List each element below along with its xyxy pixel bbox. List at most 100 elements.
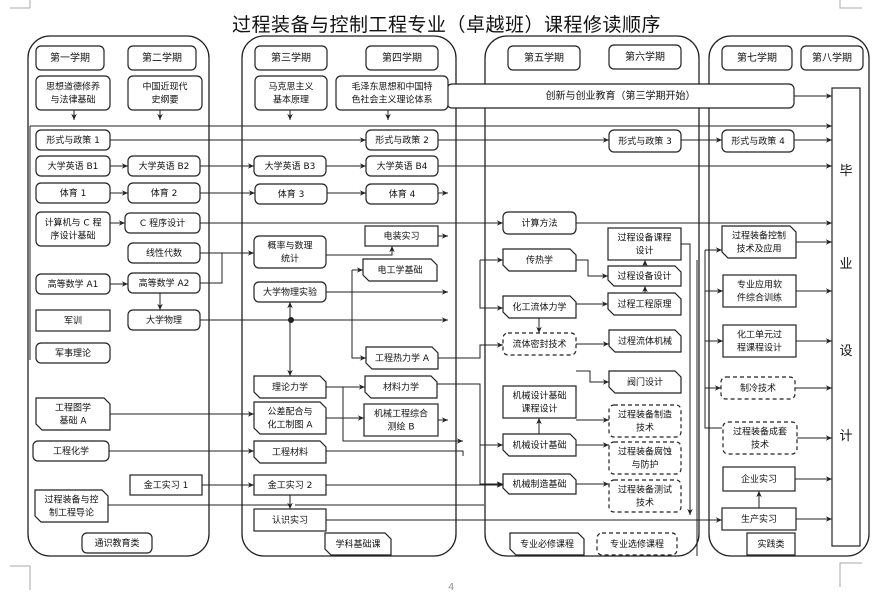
course-gongchengcailiao: 工程材料 bbox=[253, 440, 327, 464]
course-gongchenghuaxue-shape bbox=[32, 440, 110, 462]
course-cchengxu-label: C 程序设计 bbox=[140, 217, 185, 229]
semester-2-label: 第二学期 bbox=[142, 51, 182, 64]
course-daxuewuli-shape bbox=[127, 309, 201, 331]
semester-8: 第八学期 bbox=[800, 45, 864, 71]
course-gaoshu1: 高等数学 A1 bbox=[35, 273, 111, 295]
course-shebeisheji-label: 过程设备设计 bbox=[617, 270, 671, 282]
course-ceshi-label: 技术 bbox=[636, 497, 654, 509]
semester-6-shape bbox=[608, 44, 682, 70]
course-jixiesheji-shape bbox=[502, 433, 577, 457]
course-chuanre-label: 传热学 bbox=[526, 254, 553, 266]
course-fushi-label: 过程装备腐蚀 bbox=[618, 446, 672, 458]
flow-connector bbox=[438, 342, 503, 359]
course-daxuewuli-label: 大学物理 bbox=[146, 314, 182, 326]
course-maozedong-label: 色社会主义理论体系 bbox=[351, 94, 432, 106]
semester-1-label: 第一学期 bbox=[50, 51, 90, 64]
graduation-design-char: 设 bbox=[839, 344, 852, 359]
course-jisuanfangfa: 计算方法 bbox=[502, 211, 577, 235]
semester-5-shape bbox=[507, 45, 581, 71]
course-gaoshu2: 高等数学 A2 bbox=[127, 272, 201, 294]
flow-connector bbox=[200, 253, 223, 284]
course-gailv-label: 统计 bbox=[281, 253, 299, 265]
course-yuanli: 过程工程原理 bbox=[607, 292, 682, 316]
semester-5-label: 第五学期 bbox=[524, 51, 564, 64]
course-dianjia-shape bbox=[364, 225, 439, 247]
course-ceshi-label: 过程装备测试 bbox=[618, 484, 672, 496]
flow-connector bbox=[326, 246, 395, 256]
semester-6-label: 第六学期 bbox=[625, 50, 665, 63]
course-zhizaojishu-label: 技术 bbox=[636, 422, 654, 434]
course-liutijixie: 过程流体机械 bbox=[608, 329, 682, 353]
course-mifeng-shape bbox=[502, 332, 577, 356]
course-jixiesheji: 机械设计基础 bbox=[502, 433, 577, 457]
label-required-label: 专业必修课程 bbox=[520, 538, 574, 550]
course-cchengxu: C 程序设计 bbox=[124, 212, 201, 234]
course-jisuanji-label: 序设计基础 bbox=[50, 230, 95, 242]
course-lilunlixue: 理论力学 bbox=[253, 375, 327, 399]
course-cehui-label: 测绘 B bbox=[387, 421, 414, 433]
course-daolun-label: 制工程导论 bbox=[49, 507, 94, 519]
graduation-design-box bbox=[831, 87, 861, 547]
course-jingong1: 金工实习 1 bbox=[129, 474, 203, 496]
course-jingong2-label: 金工实习 2 bbox=[268, 479, 313, 491]
course-xingshi1-shape bbox=[35, 129, 111, 151]
course-renshi-label: 认识实习 bbox=[272, 514, 308, 526]
flow-connector bbox=[681, 243, 693, 515]
course-yingyu1-shape bbox=[35, 155, 111, 177]
course-qiye-shape bbox=[722, 466, 796, 492]
course-zhileng-label: 制冷技术 bbox=[740, 382, 776, 394]
semester-1: 第一学期 bbox=[35, 45, 105, 71]
course-qiye-label: 企业实习 bbox=[741, 473, 777, 485]
course-yingyu4: 大学英语 B4 bbox=[365, 155, 439, 177]
course-xingshi4-shape bbox=[721, 129, 795, 153]
label-basic-shape bbox=[324, 532, 392, 556]
course-xianxing-shape bbox=[127, 242, 201, 264]
corner-mark-top-right bbox=[839, 0, 862, 9]
course-rexue-label: 工程热力学 A bbox=[375, 352, 430, 364]
course-shengchan-label: 生产实习 bbox=[741, 513, 777, 525]
flow-connector bbox=[576, 370, 609, 385]
course-ceshi-shape bbox=[608, 479, 682, 513]
course-renshi: 认识实习 bbox=[253, 508, 327, 532]
course-zhizaojishu-label: 过程装备制造 bbox=[618, 409, 672, 421]
innovation-education-label: 创新与创业教育（第三学期开始） bbox=[546, 89, 696, 102]
course-gonghuatu-label: 公差配合与 bbox=[267, 406, 312, 418]
course-gongchenghuaxue-label: 工程化学 bbox=[53, 445, 89, 457]
course-fushi-label: 与防护 bbox=[631, 459, 658, 471]
semester-7-label: 第七学期 bbox=[737, 51, 777, 64]
group-general-education bbox=[27, 35, 210, 557]
course-tiyu2-shape bbox=[127, 182, 201, 204]
course-wulishiyan: 大学物理实验 bbox=[253, 281, 327, 303]
semester-1-shape bbox=[35, 45, 105, 71]
course-jingong1-label: 金工实习 1 bbox=[144, 479, 189, 491]
course-xingshi1: 形式与政策 1 bbox=[35, 129, 111, 151]
semester-8-shape bbox=[800, 45, 864, 71]
course-xingshi2-shape bbox=[365, 129, 439, 151]
course-liutilixue: 化工流体力学 bbox=[502, 295, 577, 319]
junction-dot bbox=[288, 317, 294, 323]
group-subject-basic bbox=[241, 35, 457, 557]
course-danyuan-label: 程课程设计 bbox=[737, 342, 782, 354]
course-zhileng: 制冷技术 bbox=[720, 376, 796, 400]
course-yingyu2: 大学英语 B2 bbox=[127, 155, 201, 177]
label-practice: 实践类 bbox=[746, 532, 796, 556]
course-cailiaolixue-shape bbox=[364, 375, 438, 399]
course-zhizao-label: 机械制造基础 bbox=[512, 478, 566, 490]
course-gailv-shape bbox=[253, 235, 327, 269]
course-jixiekesheji-label: 课程设计 bbox=[521, 403, 557, 415]
label-general: 通识教育类 bbox=[81, 532, 153, 554]
course-daxuewuli: 大学物理 bbox=[127, 309, 201, 331]
course-danyuan-label: 化工单元过 bbox=[737, 329, 782, 341]
course-xianxing-label: 线性代数 bbox=[146, 247, 182, 259]
course-sixiang-label: 与法律基础 bbox=[50, 94, 95, 106]
course-maozedong-label: 毛泽东思想和中国特 bbox=[351, 81, 432, 93]
flow-connector bbox=[351, 270, 366, 361]
course-sixiang-shape bbox=[35, 75, 111, 111]
